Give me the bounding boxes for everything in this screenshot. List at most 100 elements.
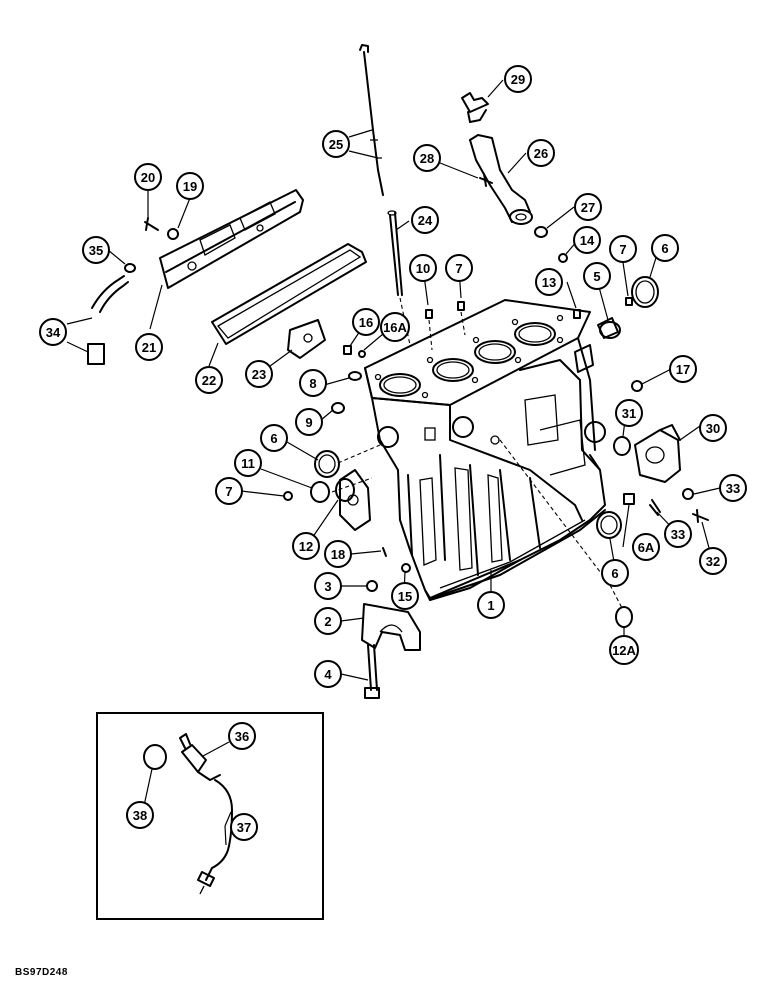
stud-33 [649,499,661,516]
plug-8 [348,371,362,381]
callout-circle [135,333,163,361]
callout-label: 16A [383,320,407,335]
thermostat-housing [634,424,681,483]
seal-11 [310,481,330,503]
plug-7-right [625,297,633,306]
callout-circle [409,254,437,282]
callout-11: 11 [234,449,262,477]
gasket-27 [534,226,548,238]
callout-6: 6 [260,424,288,452]
callout-label: 17 [676,362,690,377]
bolt-32 [692,509,709,523]
callout-label: 7 [225,484,232,499]
callout-circle [314,572,342,600]
cam-bushing [597,317,621,339]
callout-label: 12A [612,643,636,658]
expansion-plug-6-lower [596,511,622,539]
callout-26: 26 [527,139,555,167]
callout-3: 3 [314,572,342,600]
callout-circle [583,262,611,290]
callout-36: 36 [228,722,256,750]
callout-label: 19 [183,179,197,194]
callout-19: 19 [176,172,204,200]
plug-9 [331,402,345,414]
callout-circle [314,607,342,635]
callout-circle [477,591,505,619]
callout-circle [230,813,258,841]
callout-13: 13 [535,268,563,296]
callout-label: 35 [89,243,103,258]
block-heater-inset-frame [96,712,324,920]
dowel-7 [457,301,465,311]
callout-label: 33 [671,527,685,542]
callout-circle [39,318,67,346]
callout-circle [215,477,243,505]
breather-hose [87,275,129,365]
callout-10: 10 [409,254,437,282]
callout-label: 11 [241,456,255,471]
callout-6: 6 [601,559,629,587]
block-heater [179,733,221,781]
callout-label: 14 [580,233,595,248]
callout-25: 25 [322,130,350,158]
callout-30: 30 [699,414,727,442]
callout-circle [295,408,323,436]
seal-12 [335,478,355,502]
callout-circle [324,540,352,568]
callout-label: 18 [331,547,345,562]
callout-circle [609,235,637,263]
callout-label: 38 [133,808,147,823]
callout-27: 27 [574,193,602,221]
expansion-plug-12a [615,606,633,628]
callout-14: 14 [573,226,601,254]
callout-label: 25 [329,137,343,152]
callout-circle [228,722,256,750]
callout-label: 13 [542,275,556,290]
callout-9: 9 [295,408,323,436]
plug-18 [382,547,387,557]
bearing-cap-bolt [364,644,380,699]
callout-label: 20 [141,170,155,185]
callout-15: 15 [391,582,419,610]
callout-35: 35 [82,236,110,264]
callout-8: 8 [299,369,327,397]
nut-3 [366,580,378,592]
callout-34: 34 [39,318,67,346]
seal-31 [613,436,631,456]
plug-13 [573,309,581,319]
callout-circle [699,547,727,575]
plug-16a [358,350,366,358]
main-bearing-cap [361,603,421,651]
callout-24: 24 [411,206,439,234]
callout-31: 31 [615,399,643,427]
figure-code: BS97D248 [15,967,68,978]
callout-label: 33 [726,481,740,496]
plug-15 [401,563,411,573]
callout-circle [352,308,380,336]
callout-label: 22 [202,373,216,388]
engine-block [339,299,606,601]
callout-circle [615,399,643,427]
callout-label: 26 [534,146,548,161]
bolt-28 [479,173,493,187]
callout-circle [292,532,320,560]
block-heater-cord [197,779,233,895]
callout-18: 18 [324,540,352,568]
callout-label: 32 [706,554,720,569]
callout-circle [445,254,473,282]
callout-circle [411,206,439,234]
callout-label: 29 [511,72,525,87]
callout-circle [82,236,110,264]
callout-circle [574,193,602,221]
callout-32: 32 [699,547,727,575]
callout-label: 36 [235,729,249,744]
callout-38: 38 [126,801,154,829]
callout-label: 28 [420,151,434,166]
callout-label: 2 [324,614,331,629]
callout-label: 9 [305,415,312,430]
callout-label: 27 [581,200,595,215]
oring-38 [143,744,167,770]
callout-circle [322,130,350,158]
